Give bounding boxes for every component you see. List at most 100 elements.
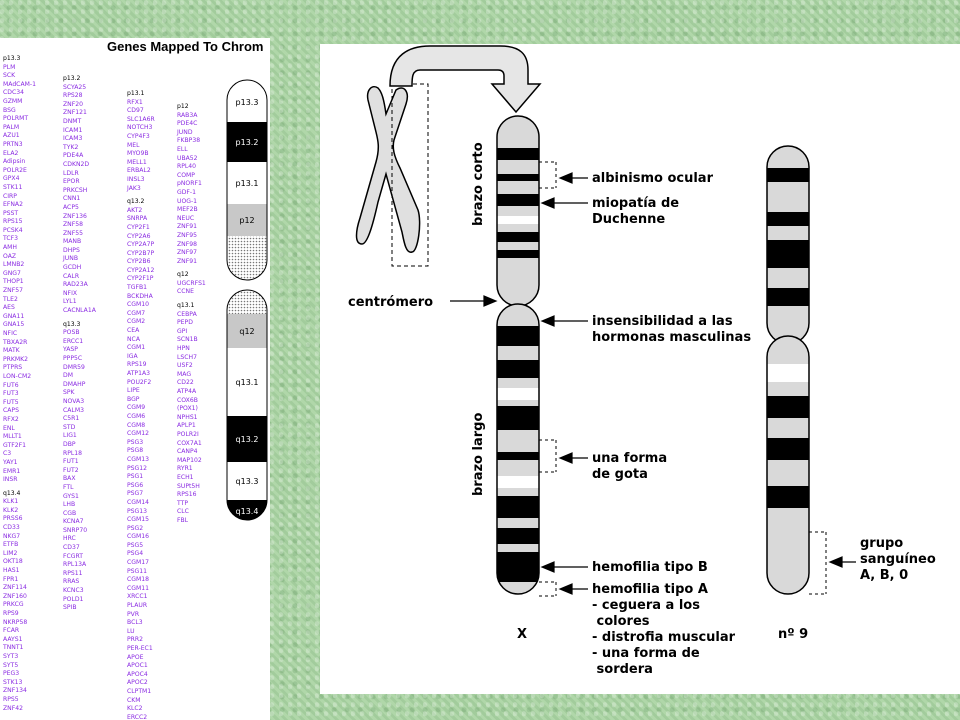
gene-name: KLC2 xyxy=(127,705,143,713)
gene-name: UOG-1 xyxy=(177,197,198,205)
gene-name: CD22 xyxy=(177,379,194,387)
gene-name: PSG13 xyxy=(127,507,148,515)
gene-name: MLLT1 xyxy=(3,433,22,441)
gene-name: PVR xyxy=(127,610,140,618)
gene-name: COX7A1 xyxy=(177,439,202,447)
gene-name: RPS28 xyxy=(63,92,83,100)
gene-name: POLR2I xyxy=(177,430,199,438)
annotation-line: insensibilidad a las xyxy=(592,314,733,329)
gene-name: LHB xyxy=(63,501,76,509)
gene-name: PSG3 xyxy=(127,438,144,446)
gene-name: RYR1 xyxy=(177,465,193,473)
gene-name: GNG7 xyxy=(3,269,21,277)
band-heading: p13.2 xyxy=(63,75,81,82)
gene-map-title: Genes Mapped To Chrom xyxy=(107,39,264,54)
gene-name: YASP xyxy=(63,346,78,354)
gene-name: TGFB1 xyxy=(127,284,148,292)
gene-name: LDLR xyxy=(63,169,79,177)
x-chromosome-diagram: brazo corto brazo largo centrómero albin… xyxy=(348,45,936,677)
gene-name: CGM2 xyxy=(127,318,146,326)
short-arm-label: brazo corto xyxy=(471,142,486,226)
band-label: p13.2 xyxy=(236,138,259,147)
gene-name: KCNA7 xyxy=(63,518,84,526)
gene-name: POSB xyxy=(63,329,80,337)
gene-name: NOVA3 xyxy=(63,397,85,405)
gene-name: ZNF55 xyxy=(63,229,83,237)
gene-name: OAZ xyxy=(3,252,17,260)
gene-name: ZNF98 xyxy=(177,240,197,248)
gene-name: SYT5 xyxy=(3,661,19,669)
gene-name: FKBP38 xyxy=(177,137,201,145)
gene-name: PSG1 xyxy=(127,473,144,481)
gene-name: APOC2 xyxy=(127,679,148,687)
gene-name: PEG3 xyxy=(3,670,20,678)
gene-name: MATK xyxy=(3,347,20,355)
gene-name: PRSS6 xyxy=(3,515,23,523)
gene-name: PSG6 xyxy=(127,481,144,489)
gene-name: PSG4 xyxy=(127,550,144,558)
gene-name: TLE2 xyxy=(3,295,18,303)
gene-name: SCN1B xyxy=(177,336,198,344)
gene-name: DBP xyxy=(63,440,76,448)
gene-name: PSG2 xyxy=(127,524,144,532)
gene-name: CLPTM1 xyxy=(127,687,152,695)
gene-name: RPL40 xyxy=(177,163,197,171)
gene-name: SCK xyxy=(3,72,16,80)
band-heading: q13.4 xyxy=(3,489,21,497)
gene-name: AAYS1 xyxy=(3,635,23,643)
band-label: p13.1 xyxy=(236,179,259,188)
gene-name: CYP2A12 xyxy=(127,266,155,274)
gene-name: POLRMT xyxy=(3,115,29,123)
gene-name: GZMM xyxy=(3,97,23,105)
gene-name: RPS19 xyxy=(127,361,147,369)
x-chromosome-label: X xyxy=(517,627,527,642)
gene-name: ATP1A3 xyxy=(127,370,151,377)
gene-name: LSCH7 xyxy=(177,353,197,361)
gene-name: FUT2 xyxy=(63,466,79,474)
gene-name: PSG5 xyxy=(127,541,144,549)
gene-name: ENL xyxy=(3,424,15,432)
gene-name: POU2F2 xyxy=(127,378,152,386)
gene-name: CGM17 xyxy=(127,559,149,567)
gene-name: CEA xyxy=(127,327,140,335)
gene-name: LMNB2 xyxy=(3,261,25,269)
gene-name: RPS15 xyxy=(3,218,23,226)
band-heading: p12 xyxy=(177,103,189,110)
gene-name: DMAHP xyxy=(63,380,86,388)
gene-name: SPK xyxy=(63,389,75,397)
band-label: q13.3 xyxy=(236,477,259,486)
band-label: p12 xyxy=(239,216,254,225)
annotation-line: miopatía de xyxy=(592,196,679,211)
gene-name: MAdCAM-1 xyxy=(3,80,36,88)
gene-name: ZNF97 xyxy=(177,249,197,257)
gene-name: CGM8 xyxy=(127,421,146,429)
gene-name: BCKDHA xyxy=(127,292,153,300)
gene-name: SYT3 xyxy=(3,652,19,660)
gene-name: GCDH xyxy=(63,264,82,272)
gene-name: ZNF91 xyxy=(177,223,197,231)
gene-name: TYK2 xyxy=(63,143,79,151)
gene-name: XRCC1 xyxy=(127,593,148,601)
gene-name: GNA11 xyxy=(3,312,25,320)
gene-name: APOC1 xyxy=(127,662,148,670)
gene-name: COX6B xyxy=(177,396,198,404)
gene-name: BGP xyxy=(127,395,140,403)
gene-name: NPHS1 xyxy=(177,413,198,421)
gene-name: JUND xyxy=(177,128,193,136)
gene-name: USF2 xyxy=(177,362,193,370)
gene-name: AMH xyxy=(3,244,18,252)
gene-name: ECH1 xyxy=(177,473,194,481)
gene-name: ERCC1 xyxy=(63,337,84,345)
gene-name: CYP2F1P xyxy=(127,275,154,283)
gene-name: PSG11 xyxy=(127,567,148,575)
gene-name: TBXA2R xyxy=(3,338,28,346)
gene-name: CGM18 xyxy=(127,576,149,584)
gene-name: CALM3 xyxy=(63,406,84,414)
chromosome-diagram-panel: brazo corto brazo largo centrómero albin… xyxy=(320,44,960,694)
gene-name: PRKCG xyxy=(3,601,24,609)
band-heading: q13.1 xyxy=(177,302,195,310)
gene-name: PEPD xyxy=(177,319,193,327)
gene-name: PPP5C xyxy=(63,355,83,362)
gene-name: NKRP58 xyxy=(3,618,28,626)
gene-name: NKG7 xyxy=(3,532,21,540)
